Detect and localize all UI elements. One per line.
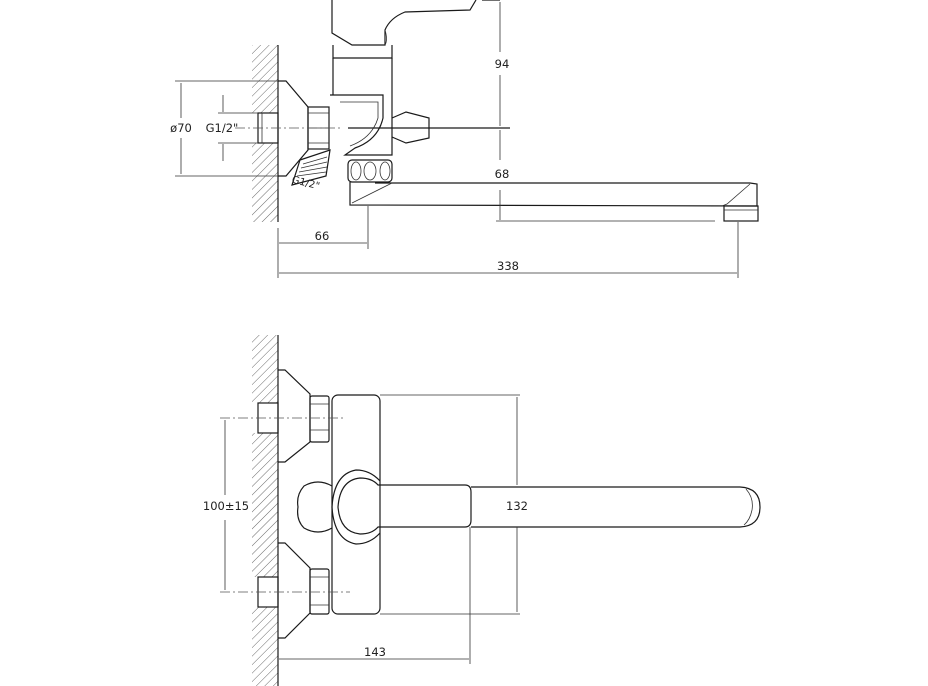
mixer-body [331,394,381,615]
wall-hatch [252,433,278,577]
diverter-lever [297,481,333,533]
flange-lower [278,542,311,639]
cartridge-collar [332,45,393,59]
dimension-68: 68 [495,167,510,181]
side-view: G1/2" 94 68 ø70 G1/2" [170,0,759,278]
handle-collar [331,469,381,545]
dimension-132: 132 [506,499,528,513]
spout [349,182,758,207]
handle-lever [337,477,472,535]
wall-flange [278,80,309,177]
dimension-66: 66 [315,229,330,243]
bottom-ring [347,159,393,183]
dimension-diameter-70: ø70 [170,121,192,135]
angled-outlet [291,149,331,186]
wall-hatch [252,143,278,222]
body-column [332,58,393,135]
lever-handle [331,0,477,46]
inlet-thread-label: G1/2" [206,121,239,135]
mixer-body [330,94,393,156]
spout-top [471,486,761,528]
flange-upper [278,369,311,463]
wall-hatch [252,335,278,403]
hex-nut-upper [309,395,330,443]
hex-nut-lower [309,568,330,615]
top-view: 100±15 132 143 [203,335,761,686]
aerator-nozzle [723,205,759,222]
outlet-thread-label: G1/2" [290,175,320,193]
dimension-143: 143 [364,645,386,659]
dimension-338: 338 [497,259,519,273]
dimension-100-15: 100±15 [203,499,249,513]
wall-hatch [252,607,278,686]
dimension-94: 94 [495,57,510,71]
wall-hatch [252,45,278,113]
